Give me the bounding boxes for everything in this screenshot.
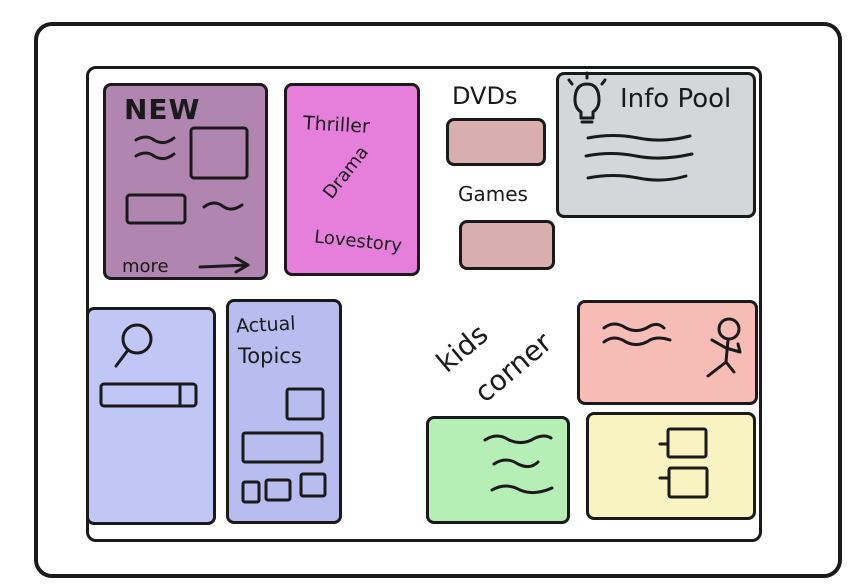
topics-box-4 — [264, 478, 292, 502]
kids-yellow-connector — [658, 442, 670, 480]
topics-box-1 — [285, 387, 325, 421]
search-icon — [114, 323, 153, 368]
topics-box-2 — [241, 431, 324, 464]
new-tile[interactable] — [103, 83, 268, 280]
dvds-button[interactable] — [446, 118, 546, 166]
genre-tile[interactable] — [284, 83, 420, 276]
kids-green-squiggle-1 — [483, 434, 553, 445]
new-tile-title: NEW — [124, 93, 201, 126]
games-button[interactable] — [459, 220, 555, 270]
kids-yellow-box-2 — [667, 466, 709, 499]
new-image-box — [189, 126, 249, 180]
kids-pink-squiggle-1 — [602, 322, 666, 333]
more-link[interactable]: more — [122, 256, 169, 277]
kids-pink-squiggle-2 — [602, 336, 672, 347]
topics-box-3 — [241, 480, 261, 504]
new-squiggle-3 — [202, 201, 244, 211]
kids-green-tile[interactable] — [426, 416, 570, 524]
lightbulb-icon — [567, 71, 607, 124]
topics-title-line2: Topics — [238, 344, 302, 368]
kids-green-squiggle-3 — [490, 484, 554, 495]
new-small-box — [125, 193, 187, 225]
info-line-2 — [584, 152, 694, 160]
info-pool-tile[interactable] — [556, 72, 756, 218]
dvds-label: DVDs — [452, 82, 518, 110]
info-line-3 — [586, 174, 688, 182]
outer-frame — [34, 22, 842, 578]
kids-green-squiggle-2 — [492, 458, 540, 469]
games-label: Games — [458, 182, 528, 206]
info-line-1 — [586, 134, 692, 142]
page-canvas — [86, 66, 762, 542]
kids-yellow-box-1 — [666, 427, 708, 459]
more-arrow — [198, 256, 250, 274]
topics-box-5 — [299, 472, 327, 498]
new-squiggle-2 — [134, 151, 176, 161]
search-input-sketch — [99, 382, 198, 408]
stick-figure-icon — [706, 317, 742, 378]
new-squiggle-1 — [134, 135, 176, 145]
info-pool-title: Info Pool — [620, 84, 732, 114]
